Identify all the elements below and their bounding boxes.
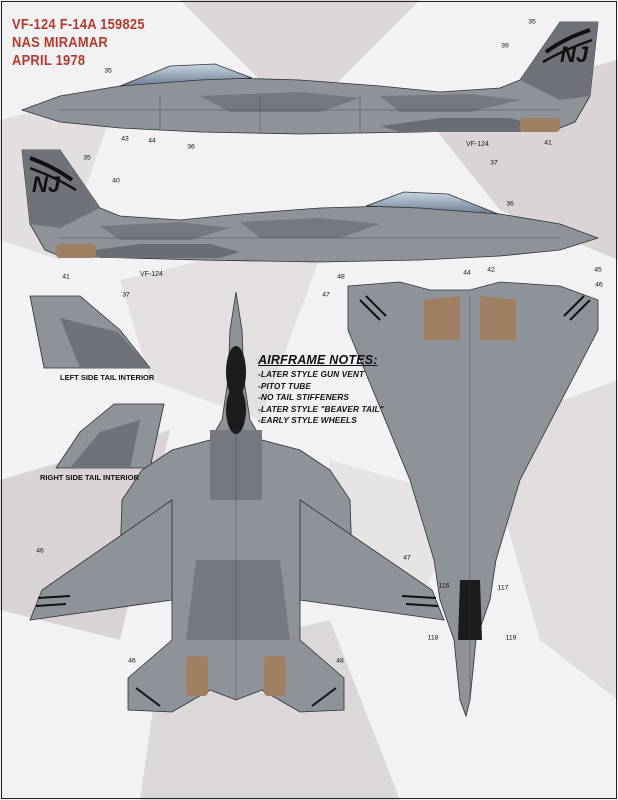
airframe-notes: AIRFRAME NOTES: -LATER STYLE GUN VENT -P… xyxy=(258,353,384,427)
callout-number: 35 xyxy=(528,18,536,26)
callout-number: 41 xyxy=(62,273,70,281)
bottom-view xyxy=(347,281,599,718)
airframe-note-item: -LATER STYLE GUN VENT xyxy=(258,369,365,379)
callout-number: 37 xyxy=(122,291,130,299)
airframe-note-item: -NO TAIL STIFFENERS xyxy=(258,392,350,403)
callout-number: 36 xyxy=(506,200,514,208)
callout-number: 117 xyxy=(497,584,509,592)
title-line-3: APRIL 1978 xyxy=(12,52,86,69)
right-tail-interior xyxy=(55,403,165,469)
airframe-notes-heading: AIRFRAME NOTES: xyxy=(258,353,378,367)
right-tail-caption: RIGHT SIDE TAIL INTERIOR xyxy=(40,473,139,482)
callout-number: 40 xyxy=(112,177,120,185)
airframe-note-item: -PITOT TUBE xyxy=(258,380,312,391)
callout-number: 43 xyxy=(121,135,129,143)
callout-number: 36 xyxy=(187,143,195,151)
callout-number: 47 xyxy=(403,554,411,562)
callout-number: 35 xyxy=(104,67,112,75)
callout-number: 46 xyxy=(36,547,44,555)
callout-number: 41 xyxy=(544,139,552,147)
left-tail-caption: LEFT SIDE TAIL INTERIOR xyxy=(60,373,155,382)
title-line-2: NAS MIRAMAR xyxy=(12,34,109,51)
modex-top: VF-124 xyxy=(466,141,489,148)
airframe-note-item: -EARLY STYLE WHEELS xyxy=(258,415,357,426)
callout-number: 45 xyxy=(594,266,602,274)
callout-number: 47 xyxy=(322,291,330,299)
callout-number: 119 xyxy=(505,634,517,642)
callout-number: 39 xyxy=(501,42,509,50)
left-tail-interior xyxy=(29,295,151,369)
callout-number: 118 xyxy=(427,634,439,642)
title-line-1: VF-124 F-14A 159825 xyxy=(12,16,145,33)
top-view xyxy=(29,291,445,713)
svg-text:NJ: NJ xyxy=(32,172,61,197)
callout-number: 46 xyxy=(128,657,136,665)
callout-number: 44 xyxy=(148,137,156,145)
modex-second: VF-124 xyxy=(140,271,163,278)
callout-number: 48 xyxy=(337,273,345,281)
callout-number: 35 xyxy=(83,154,91,162)
callout-number: 42 xyxy=(487,266,495,274)
tail-code-second: NJ xyxy=(32,172,61,197)
side-profile-left xyxy=(21,149,600,263)
callout-number: 48 xyxy=(336,657,344,665)
tail-code-top: NJ xyxy=(560,42,589,67)
callout-number: 46 xyxy=(595,281,603,289)
svg-text:VF-124: VF-124 xyxy=(140,271,163,278)
callout-number: 37 xyxy=(490,159,498,167)
airframe-note-item: -LATER STYLE "BEAVER TAIL" xyxy=(258,403,384,414)
svg-text:VF-124: VF-124 xyxy=(466,141,489,148)
svg-text:NJ: NJ xyxy=(560,42,589,67)
callout-number: 116 xyxy=(438,582,450,590)
side-profile-right xyxy=(20,21,599,135)
callout-number: 44 xyxy=(463,269,471,277)
